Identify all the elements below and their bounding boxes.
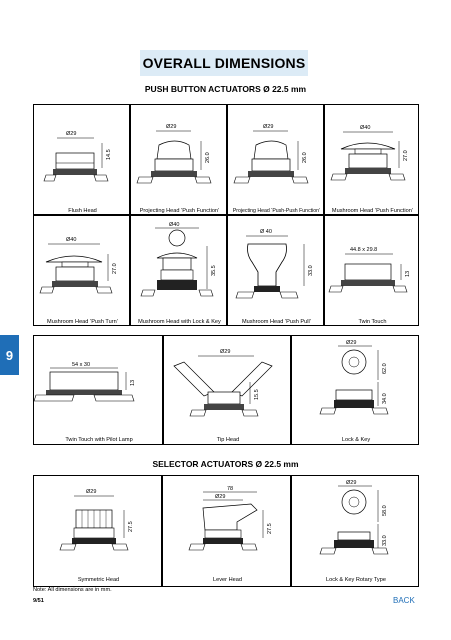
cell-symmetric-head: Ø29 27.5 Symmetric Head [33,475,162,587]
cell-tip-head: Ø29 15.5 Tip Head [163,335,291,445]
cell-lock-key-rotary: Ø29 58.0 33.0 Lock & Key Rotary Type [291,475,419,587]
flush-head-drawing: Ø29 14.5 [43,131,112,182]
page-title: OVERALL DIMENSIONS [140,50,308,76]
dim-height: 26.0 [302,152,308,163]
caption-flush-head: Flush Head [68,208,97,214]
dim-overall: 62.0 [382,363,388,374]
dim-height: 15.5 [254,389,260,400]
caption-mushroom-head-push-pull: Mushroom Head ‘Push Pull’ [241,319,312,325]
caption-symmetric-head: Symmetric Head [77,577,120,583]
dim-height: 33.0 [382,535,388,546]
dim-diameter: Ø29 [86,489,96,495]
caption-twin-touch: Twin Touch [358,319,387,325]
dim-height: 13 [130,380,136,386]
caption-lock-key-rotary: Lock & Key Rotary Type [326,577,386,583]
caption-mushroom-head-lock-key: Mushroom Head with Lock & Key [138,319,221,325]
caption-mushroom-head-push-turn: Mushroom Head ‘Push Turn’ [47,319,118,325]
caption-projecting-head-push-push: Projecting Head ‘Push-Push Function’ [232,208,321,214]
cell-lock-key: Ø29 62.0 34.0 Lock & Key [291,335,419,445]
dim-length: 78 [227,486,233,492]
chapter-tab[interactable]: 9 [0,335,19,375]
chapter-tab-label: 9 [5,347,14,363]
cell-twin-touch: 44.8 x 29.8 13 Twin Touch [324,215,419,326]
cell-projecting-head-push: Ø29 26.0 Projecting Head ‘Push Function’ [130,104,227,215]
mushroom-head-push-pull-drawing: Ø 40 33.0 [235,229,314,299]
dim-height: 14.5 [106,149,112,160]
cell-mushroom-head-lock-key: Ø40 35.5 Mushroom Head with Lock & Key [130,215,227,326]
dim-height: 34.0 [382,393,388,404]
dim-diameter: Ø29 [220,349,230,355]
caption-twin-touch-pilot-lamp: Twin Touch with Pilot Lamp [65,437,133,443]
tip-head-drawing: Ø29 15.5 [173,349,273,417]
lever-head-drawing: 78 Ø29 27.5 [188,486,273,551]
projecting-head-push-push-drawing: Ø29 26.0 [233,124,309,184]
mushroom-head-lock-key-drawing: Ø40 35.5 [140,222,217,297]
mushroom-head-push-turn-drawing: Ø40 27.0 [39,237,118,294]
cell-lever-head: 78 Ø29 27.5 Lever Head [162,475,291,587]
caption-lever-head: Lever Head [213,577,242,583]
mushroom-head-push-drawing: Ø40 27.0 [330,125,409,181]
cell-mushroom-head-push-pull: Ø 40 33.0 Mushroom Head ‘Push Pull’ [227,215,324,326]
dim-diameter: Ø29 [346,340,356,346]
dim-diameter: Ø29 [346,480,356,486]
caption-projecting-head-push: Projecting Head ‘Push Function’ [139,208,220,214]
dim-diameter: Ø40 [66,237,76,243]
cell-projecting-head-push-push: Ø29 26.0 Projecting Head ‘Push-Push Func… [227,104,324,215]
page-number: 9/51 [33,598,44,604]
dim-overall: 58.0 [382,505,388,516]
selector-section-title: SELECTOR ACTUATORS Ø 22.5 mm [152,459,299,469]
dim-diameter: Ø40 [360,125,370,131]
caption-tip-head: Tip Head [216,437,240,443]
dim-diameter: Ø29 [166,124,176,130]
lock-key-drawing: Ø29 62.0 34.0 [319,340,389,415]
back-link[interactable]: BACK [393,596,415,605]
dim-height: 13 [405,271,411,277]
cell-flush-head: Ø29 14.5 Flush Head [33,104,130,215]
dim-height: 35.5 [211,265,217,276]
dim-height: 27.5 [267,523,273,534]
dim-height: 27.5 [128,521,134,532]
caption-lock-key: Lock & Key [341,437,371,443]
page-title-text: OVERALL DIMENSIONS [142,55,306,71]
dim-diameter: Ø29 [66,131,76,137]
dim-size: 44.8 x 29.8 [350,247,377,253]
dim-diameter: Ø40 [169,222,179,228]
dim-height: 27.0 [403,150,409,161]
symmetric-head-drawing: Ø29 27.5 [59,489,134,551]
dim-height: 33.0 [308,265,314,276]
projecting-head-push-drawing: Ø29 26.0 [136,124,212,184]
cell-mushroom-head-push: Ø40 27.0 Mushroom Head ‘Push Function’ [324,104,419,215]
dim-diameter: Ø29 [263,124,273,130]
twin-touch-pilot-lamp-drawing: 54 x 30 13 [34,362,136,402]
cell-mushroom-head-push-turn: Ø40 27.0 Mushroom Head ‘Push Turn’ [33,215,130,326]
dim-size: 54 x 30 [72,362,90,368]
lock-key-rotary-drawing: Ø29 58.0 33.0 [319,480,389,555]
dim-diameter: Ø29 [215,494,225,500]
dim-diameter: Ø 40 [260,229,272,235]
dim-height: 27.0 [112,263,118,274]
dim-height: 26.0 [205,152,211,163]
footnote: Note: All dimensions are in mm. [33,587,112,593]
cell-twin-touch-pilot-lamp: 54 x 30 13 Twin Touch with Pilot Lamp [33,335,163,445]
push-button-section-title: PUSH BUTTON ACTUATORS Ø 22.5 mm [144,84,307,94]
caption-mushroom-head-push: Mushroom Head ‘Push Function’ [331,208,414,214]
twin-touch-drawing: 44.8 x 29.8 13 [328,247,411,293]
